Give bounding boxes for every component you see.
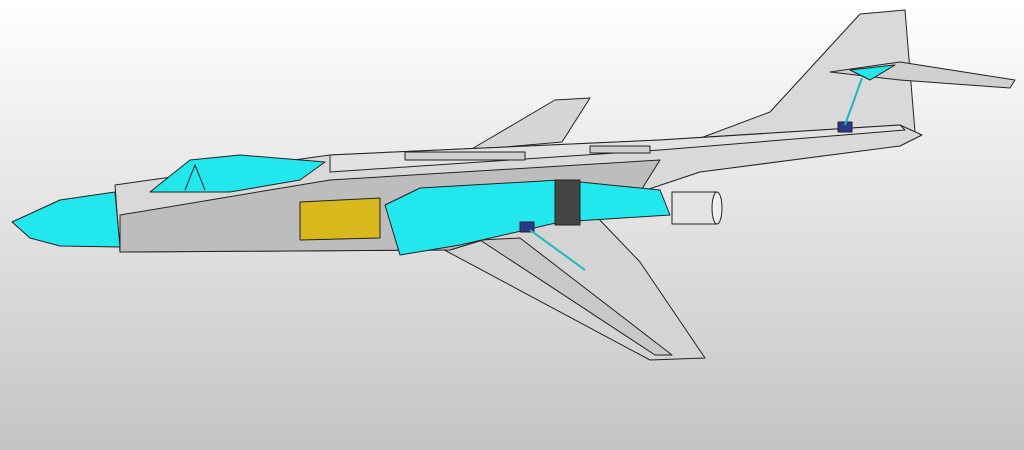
- battery: [299, 197, 381, 241]
- former: [554, 179, 581, 226]
- tail-horn: [849, 64, 896, 81]
- upper-wing: [469, 97, 591, 151]
- canopy-frame: [184, 163, 206, 191]
- pushrod: [529, 229, 586, 271]
- intake-duct: [384, 179, 671, 256]
- hatch-slot: [404, 151, 526, 161]
- lower-wing-flap: [479, 237, 673, 356]
- edf-exhaust: [671, 191, 718, 225]
- tail-servo: [837, 121, 853, 133]
- aircraft-model: [11, 9, 1016, 361]
- servo: [519, 221, 535, 233]
- edf-exhaust-end: [711, 191, 723, 225]
- tail-pushrod: [844, 77, 863, 126]
- canopy: [149, 154, 326, 193]
- nose-cone: [11, 191, 121, 248]
- hatch-slot-2: [589, 145, 651, 154]
